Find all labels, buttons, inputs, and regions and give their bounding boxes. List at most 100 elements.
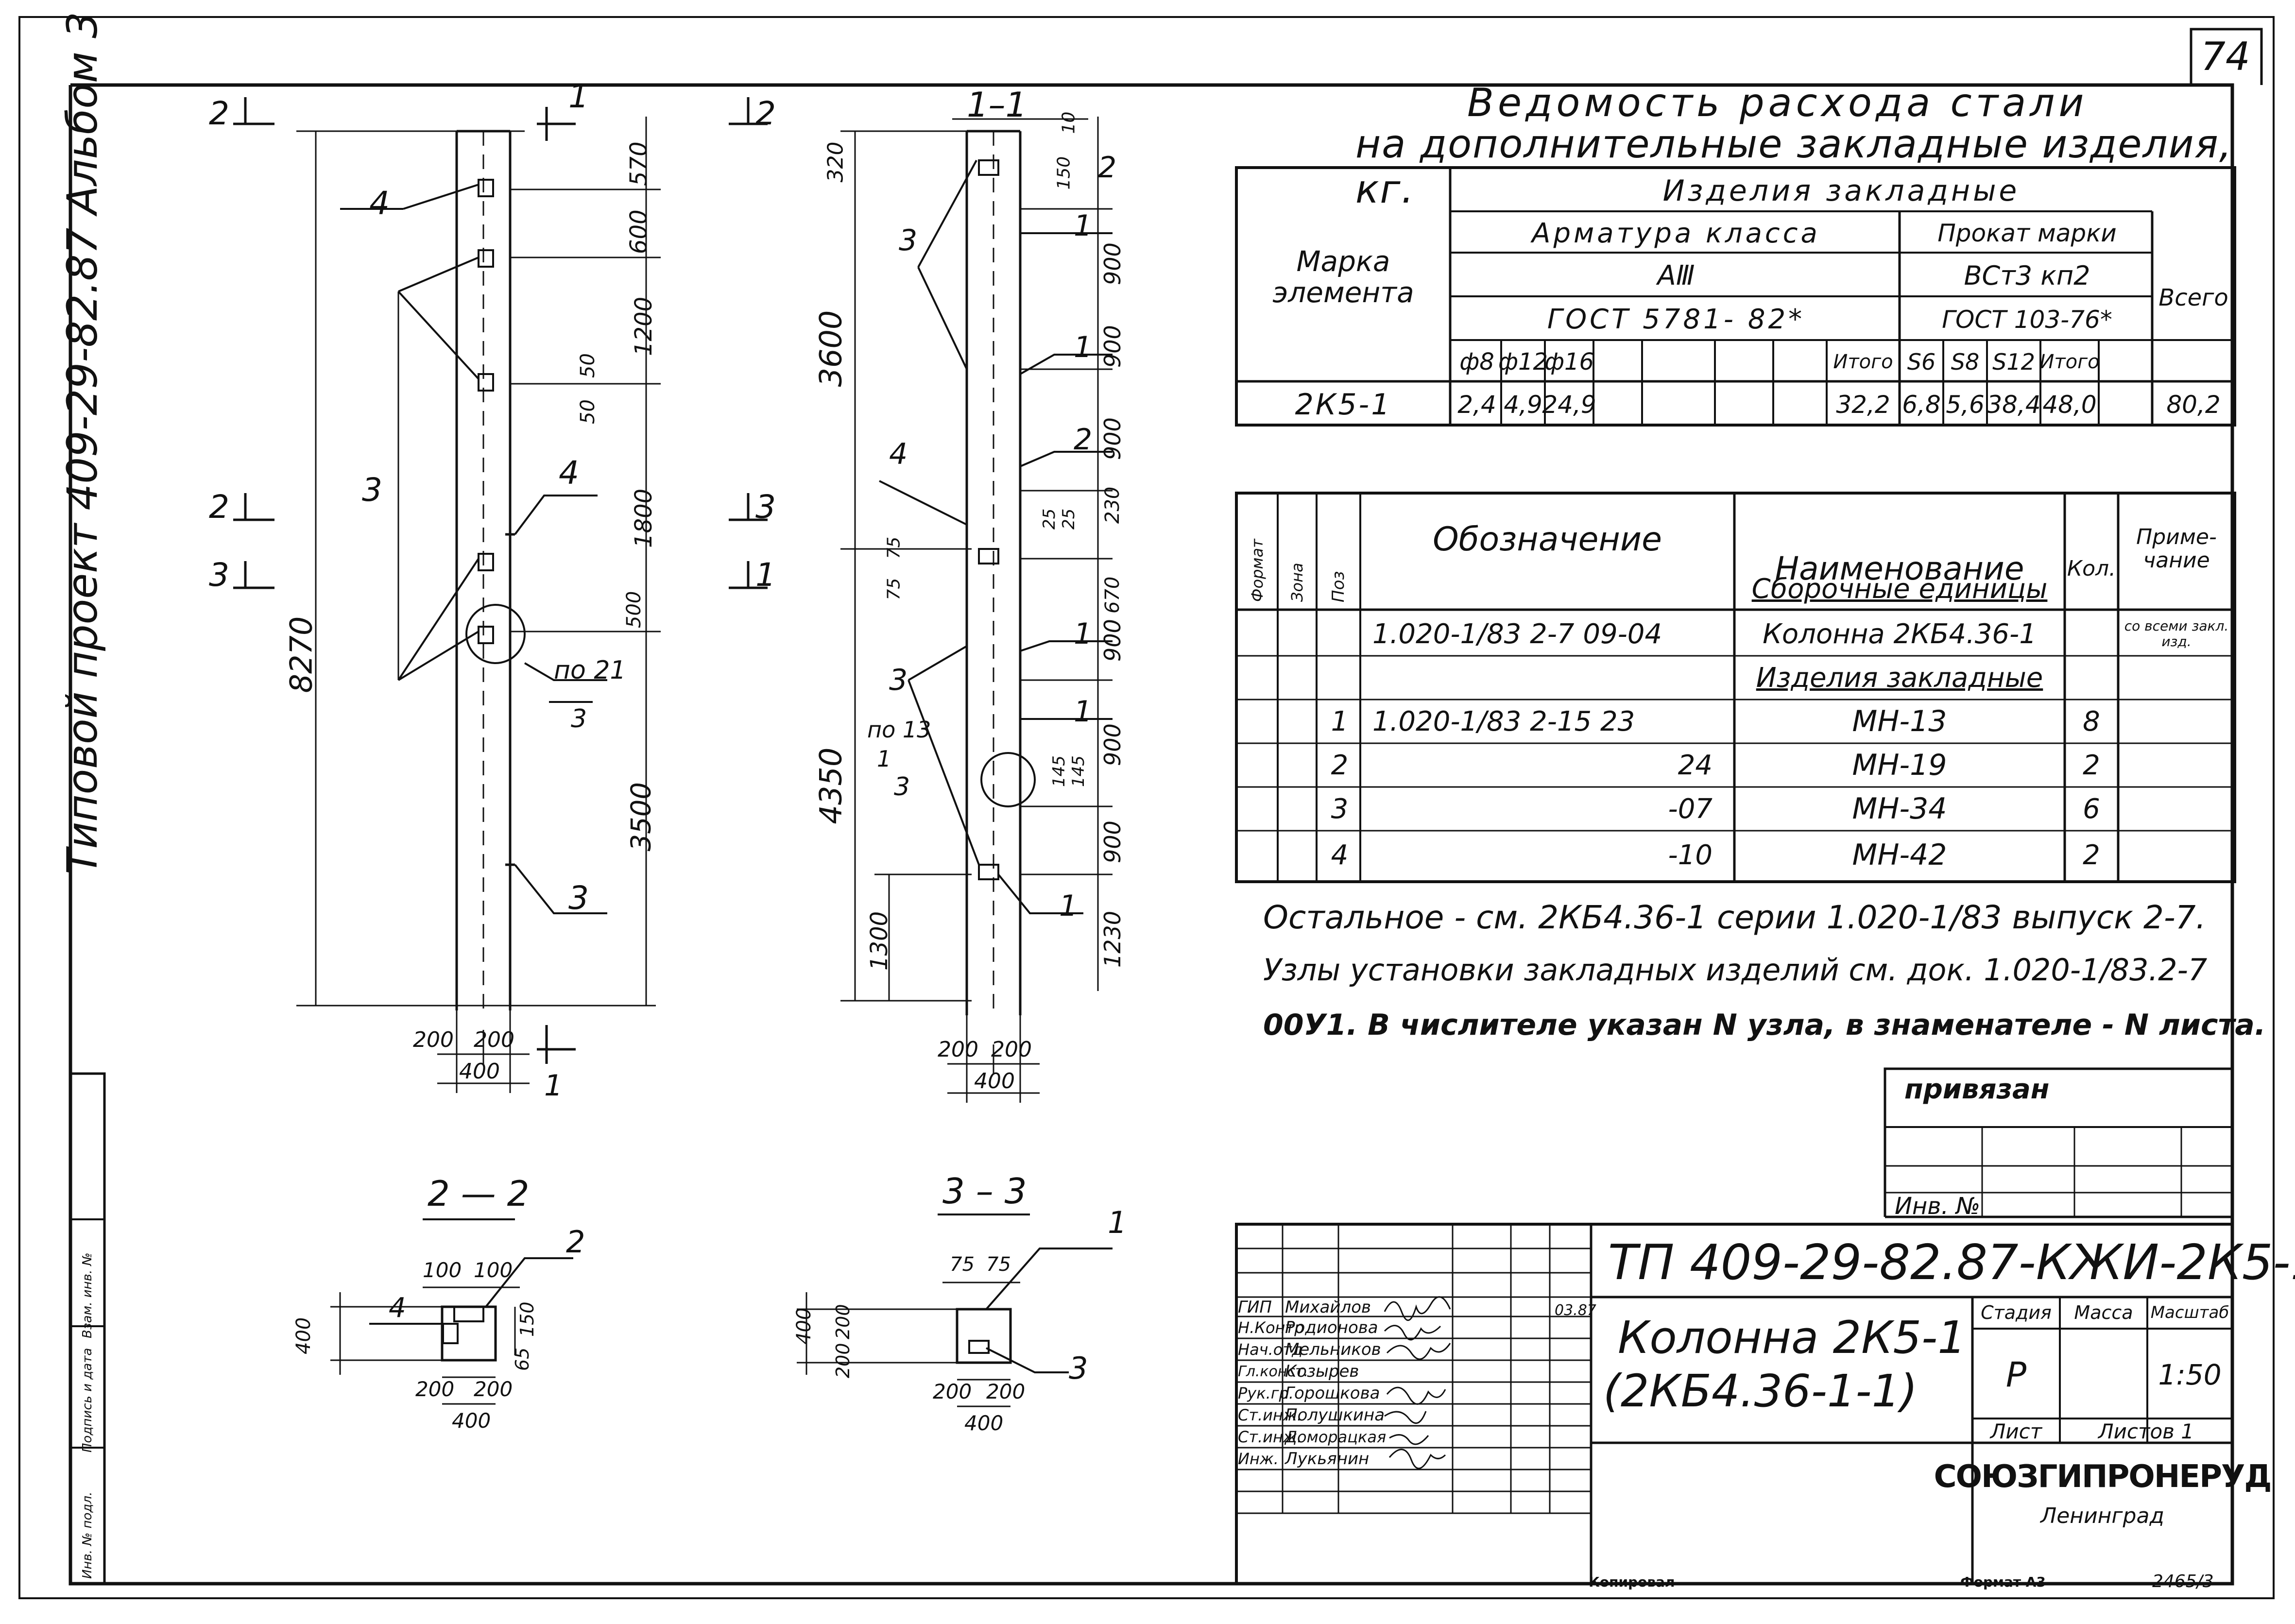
sub-itogo2: Итого: [2039, 351, 2100, 373]
spec-qty: 2: [2083, 839, 2100, 871]
dim-200b: 200: [474, 1377, 513, 1401]
person: Полушкина: [1285, 1405, 1385, 1425]
spec-qty: 2: [2083, 749, 2100, 781]
person: Родионова: [1285, 1318, 1378, 1337]
hdr-mark: Марка элемента: [1272, 245, 1414, 309]
dim-600: 600: [625, 209, 652, 254]
hdr-rebar-gost: ГОСТ 5781- 82*: [1547, 304, 1805, 335]
section-title: 3 – 3: [942, 1171, 1027, 1212]
hdr-format: Формат: [1248, 539, 1267, 602]
sub-s12: S12: [1992, 349, 2035, 375]
role: ГИП: [1238, 1298, 1272, 1317]
node-ref-num: по 21: [554, 656, 626, 685]
dim-400b: 400: [452, 1409, 491, 1433]
callout-4: 4: [389, 1292, 406, 1324]
spec-name: Изделия закладные: [1756, 662, 2043, 694]
sub-itogo: Итого: [1833, 351, 1893, 373]
dim-75a: 75: [950, 1253, 975, 1276]
dim-400: 400: [793, 1307, 815, 1345]
node-ref-den: 3: [571, 704, 587, 734]
hdr-rebar-class: АⅢ: [1657, 260, 1695, 291]
row-f12: 4,9: [1504, 390, 1542, 419]
spec-note: со всеми закл. изд.: [2124, 618, 2229, 650]
doc-code: ТП 409-29-82.87-КЖИ-2К5-1: [1608, 1234, 2295, 1291]
spec-name: МН-42: [1852, 838, 1947, 872]
section-mark: 3: [755, 488, 776, 526]
spec-qty: 6: [2083, 793, 2100, 825]
dim-8270: 8270: [283, 616, 319, 693]
row-rebar-itogo: 32,2: [1836, 390, 1890, 419]
hdr-qty: Кол.: [2067, 556, 2116, 581]
dim-670: 670: [1101, 576, 1124, 614]
callout-2: 2: [566, 1224, 585, 1260]
side-title: Типовой проект 409-29-82.87 Альбом 3: [58, 12, 107, 874]
row-s6: 6,8: [1902, 390, 1941, 419]
dim-900d: 900: [1099, 619, 1126, 662]
sheet-corner-number: 74: [2201, 34, 2250, 79]
spec-designation: 24: [1678, 749, 1713, 781]
dim-200b: 200: [832, 1343, 854, 1378]
dim-25a: 25: [1040, 508, 1059, 530]
spec-name: МН-19: [1852, 748, 1947, 782]
stage-label: Стадия: [1981, 1302, 2052, 1323]
steel-table-title-2: на дополнительные закладные изделия, кг.: [1355, 121, 2233, 212]
dim-4350: 4350: [813, 747, 849, 824]
sheet-label: Лист: [1990, 1419, 2042, 1443]
dim-3600: 3600: [813, 310, 849, 387]
note-line: Узлы установки закладных изделий см. док…: [1263, 952, 2208, 988]
sub-s8: S8: [1951, 349, 1980, 375]
org-city: Ленинград: [2040, 1503, 2164, 1528]
scale-value: 1:50: [2158, 1358, 2222, 1391]
spec-designation: -07: [1668, 793, 1713, 825]
row-total: 80,2: [2166, 390, 2221, 419]
dim-75a: 75: [884, 536, 904, 559]
role: Ст.инж.: [1238, 1428, 1302, 1446]
section-mark: 1: [568, 78, 589, 115]
node-ref-num: по 13: [867, 717, 931, 743]
spec-name: Сборочные единицы: [1751, 573, 2048, 605]
hdr-rolled: Прокат марки: [1937, 219, 2117, 247]
spec-designation: 1.020-1/83 2-15 23: [1372, 705, 1635, 737]
callout-1: 1: [1074, 330, 1093, 364]
format-label: Формат А3: [1960, 1574, 2046, 1590]
callout-2: 2: [1074, 423, 1093, 457]
section-title: 1–1: [967, 85, 1028, 125]
spec-name: Колонна 2КБ4.36-1: [1763, 618, 2037, 650]
dim-150: 150: [1054, 156, 1074, 190]
dim-200c: 200: [933, 1380, 972, 1403]
spec-pos: 3: [1331, 793, 1349, 825]
note-line: Остальное - см. 2КБ4.36-1 серии 1.020-1/…: [1263, 899, 2206, 936]
section-mark: 1: [755, 556, 776, 594]
dim-25b: 25: [1059, 508, 1079, 530]
dim-200d: 200: [986, 1380, 1026, 1403]
dim-400: 400: [974, 1069, 1015, 1094]
dim-320: 320: [823, 141, 848, 183]
callout-3: 3: [899, 223, 918, 257]
callout-1: 1: [1074, 617, 1093, 651]
stamp-vzam-inv: Взам. инв. №: [80, 1252, 95, 1338]
dim-200-left: 200: [413, 1027, 454, 1052]
dim-900b: 900: [1099, 325, 1126, 368]
spec-pos: 4: [1331, 839, 1349, 871]
spec-designation: -10: [1668, 839, 1713, 871]
stage-value: Р: [2005, 1355, 2027, 1395]
dim-230: 230: [1101, 486, 1124, 524]
spec-name: МН-34: [1852, 792, 1947, 826]
spec-name: МН-13: [1852, 704, 1947, 738]
callout-3: 3: [1069, 1350, 1088, 1386]
role: Н.Контр: [1238, 1318, 1304, 1337]
inv-label: Инв. №: [1895, 1193, 1981, 1220]
row-s12: 38,4: [1987, 390, 2041, 419]
person: Горошкова: [1285, 1384, 1380, 1403]
dim-3500: 3500: [625, 782, 657, 852]
callout-1: 1: [1108, 1205, 1127, 1240]
dim-900c: 900: [1099, 417, 1126, 460]
steel-table-title-1: Ведомость расхода стали: [1467, 80, 2088, 125]
dim-1300: 1300: [866, 911, 893, 971]
role: Ст.инж.: [1238, 1406, 1302, 1424]
person: Лукьянин: [1285, 1449, 1370, 1469]
hdr-zone: Зона: [1288, 563, 1306, 602]
dim-50: 50: [577, 353, 599, 378]
note-line: 00У1. В числителе указан N узла, в знаме…: [1263, 1008, 2266, 1042]
hdr-note: Приме-чание: [2136, 525, 2217, 573]
